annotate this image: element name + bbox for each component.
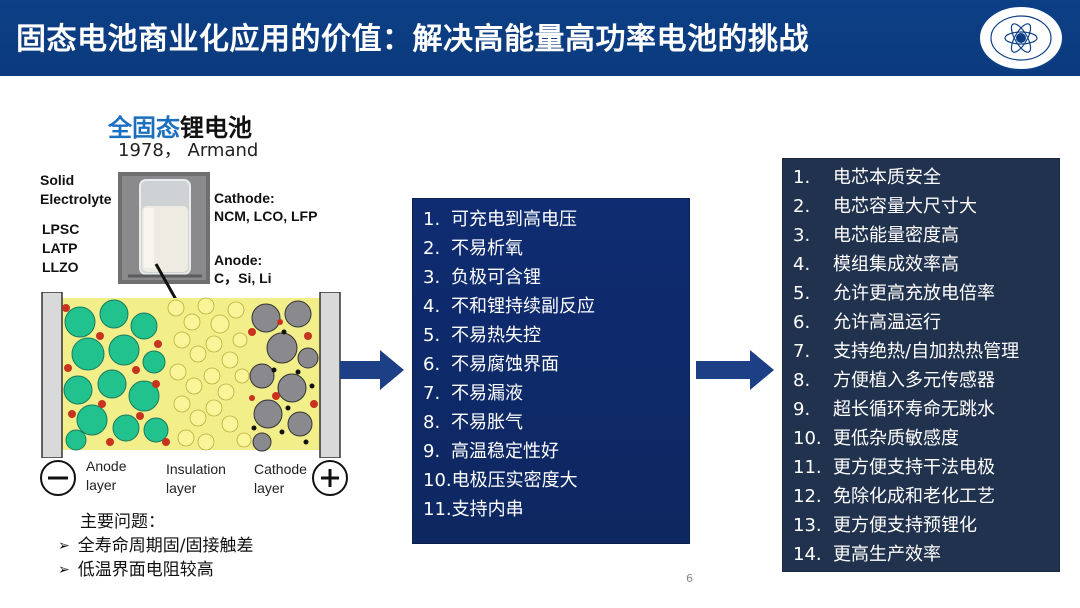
positive-terminal-icon: [310, 458, 350, 498]
battery-cell-diagram: [36, 292, 350, 458]
list-item: 3.负极可含锂: [423, 263, 689, 292]
arrow-right-icon: [340, 350, 404, 390]
list-item: 11.支持内串: [423, 495, 689, 524]
anode-layer-label-2: layer: [86, 475, 116, 495]
list-item: 4.不和锂持续副反应: [423, 292, 689, 321]
list-item: 12.免除化成和老化工艺: [793, 482, 1059, 511]
header-bar: 固态电池商业化应用的价值：解决高能量高功率电池的挑战: [0, 0, 1080, 76]
academy-logo-icon: [976, 4, 1066, 72]
problems-section: 主要问题： ➢ 全寿命周期固/固接触差 ➢ 低温界面电阻较高: [58, 510, 253, 582]
insulation-layer-label-1: Insulation: [166, 459, 226, 479]
cathode-title-label: Cathode:: [214, 188, 275, 208]
insulation-layer-label-2: layer: [166, 478, 196, 498]
problems-title: 主要问题：: [58, 510, 253, 534]
list-item: 1.可充电到高电压: [423, 205, 689, 234]
year-author: 1978， Armand: [118, 136, 258, 162]
list-item: 2.电芯容量大尺寸大: [793, 192, 1059, 221]
anode-layer-label-1: Anode: [86, 456, 126, 476]
list-item: 5.不易热失控: [423, 321, 689, 350]
problem-text: 低温界面电阻较高: [78, 558, 214, 582]
application-benefits-box: 1.电芯本质安全 2.电芯容量大尺寸大 3.电芯能量密度高 4.模组集成效率高 …: [782, 158, 1060, 572]
electrolyte-label: Electrolyte: [40, 189, 112, 209]
solid-label: Solid: [40, 170, 74, 190]
list-item: 10.更低杂质敏感度: [793, 424, 1059, 453]
latp-label: LATP: [42, 238, 78, 258]
cathode-layer-label-1: Cathode: [254, 459, 307, 479]
list-item: 7.支持绝热/自加热热管理: [793, 337, 1059, 366]
list-item: 3.电芯能量密度高: [793, 221, 1059, 250]
list-item: 8.方便植入多元传感器: [793, 366, 1059, 395]
list-item: 9.超长循环寿命无跳水: [793, 395, 1059, 424]
lpsc-label: LPSC: [42, 219, 79, 239]
list-item: 6.不易腐蚀界面: [423, 350, 689, 379]
arrow-right-icon: [696, 350, 774, 390]
problem-text: 全寿命周期固/固接触差: [78, 534, 254, 558]
list-item: 8.不易胀气: [423, 408, 689, 437]
list-item: 6.允许高温运行: [793, 308, 1059, 337]
list-item: 9.高温稳定性好: [423, 437, 689, 466]
list-item: 4.模组集成效率高: [793, 250, 1059, 279]
bullet-arrow-icon: ➢: [58, 558, 70, 582]
list-item: 7.不易漏液: [423, 379, 689, 408]
cathode-materials-label: NCM, LCO, LFP: [214, 206, 317, 226]
negative-terminal-icon: [38, 458, 78, 498]
page-title: 固态电池商业化应用的价值：解决高能量高功率电池的挑战: [16, 14, 809, 58]
page-number: 6: [686, 572, 693, 585]
bullet-arrow-icon: ➢: [58, 534, 70, 558]
llzo-label: LLZO: [42, 257, 79, 277]
list-item: 5.允许更高充放电倍率: [793, 279, 1059, 308]
problem-item: ➢ 低温界面电阻较高: [58, 558, 253, 582]
list-item: 2.不易析氧: [423, 234, 689, 263]
material-advantages-box: 1.可充电到高电压 2.不易析氧 3.负极可含锂 4.不和锂持续副反应 5.不易…: [412, 198, 690, 544]
anode-title-label: Anode:: [214, 250, 262, 270]
list-item: 10.电极压实密度大: [423, 466, 689, 495]
list-item: 14.更高生产效率: [793, 540, 1059, 569]
anode-materials-label: C，Si, Li: [214, 268, 272, 288]
list-item: 1.电芯本质安全: [793, 163, 1059, 192]
list-item: 13.更方便支持预锂化: [793, 511, 1059, 540]
cathode-layer-label-2: layer: [254, 478, 284, 498]
problem-item: ➢ 全寿命周期固/固接触差: [58, 534, 253, 558]
list-item: 11.更方便支持干法电极: [793, 453, 1059, 482]
